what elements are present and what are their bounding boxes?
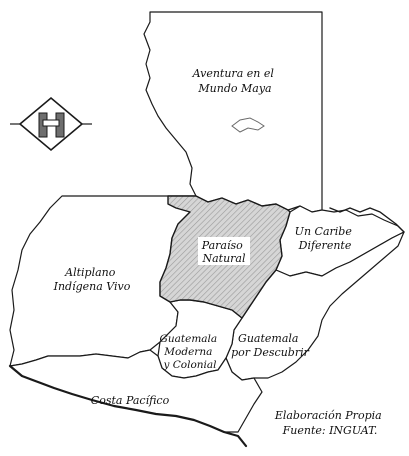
label-guatemala-moderna: Guatemala Moderna y Colonial — [159, 333, 220, 371]
label-caribe: Un Caribe Diferente — [295, 225, 356, 252]
label-costa-pacifico: Costa Pacífico — [91, 394, 170, 407]
compass-logo-icon — [10, 96, 92, 152]
label-mundo-maya: Aventura en el Mundo Maya — [192, 67, 278, 95]
caribbean-coast — [329, 207, 405, 233]
label-guatemala-descubrir: Guatemala por Descubrir — [231, 332, 309, 359]
region-costa — [9, 349, 263, 433]
region-mundo-maya — [143, 11, 323, 213]
label-paraiso-natural: Paraíso Natural — [201, 239, 247, 265]
source-credit: Elaboración Propia Fuente: INGUAT. — [274, 409, 385, 437]
lake-icon — [231, 117, 265, 133]
paraiso-label-bg — [198, 237, 250, 265]
label-altiplano: Altiplano Indígena Vivo — [53, 266, 131, 293]
pacific-coastline — [8, 364, 248, 448]
